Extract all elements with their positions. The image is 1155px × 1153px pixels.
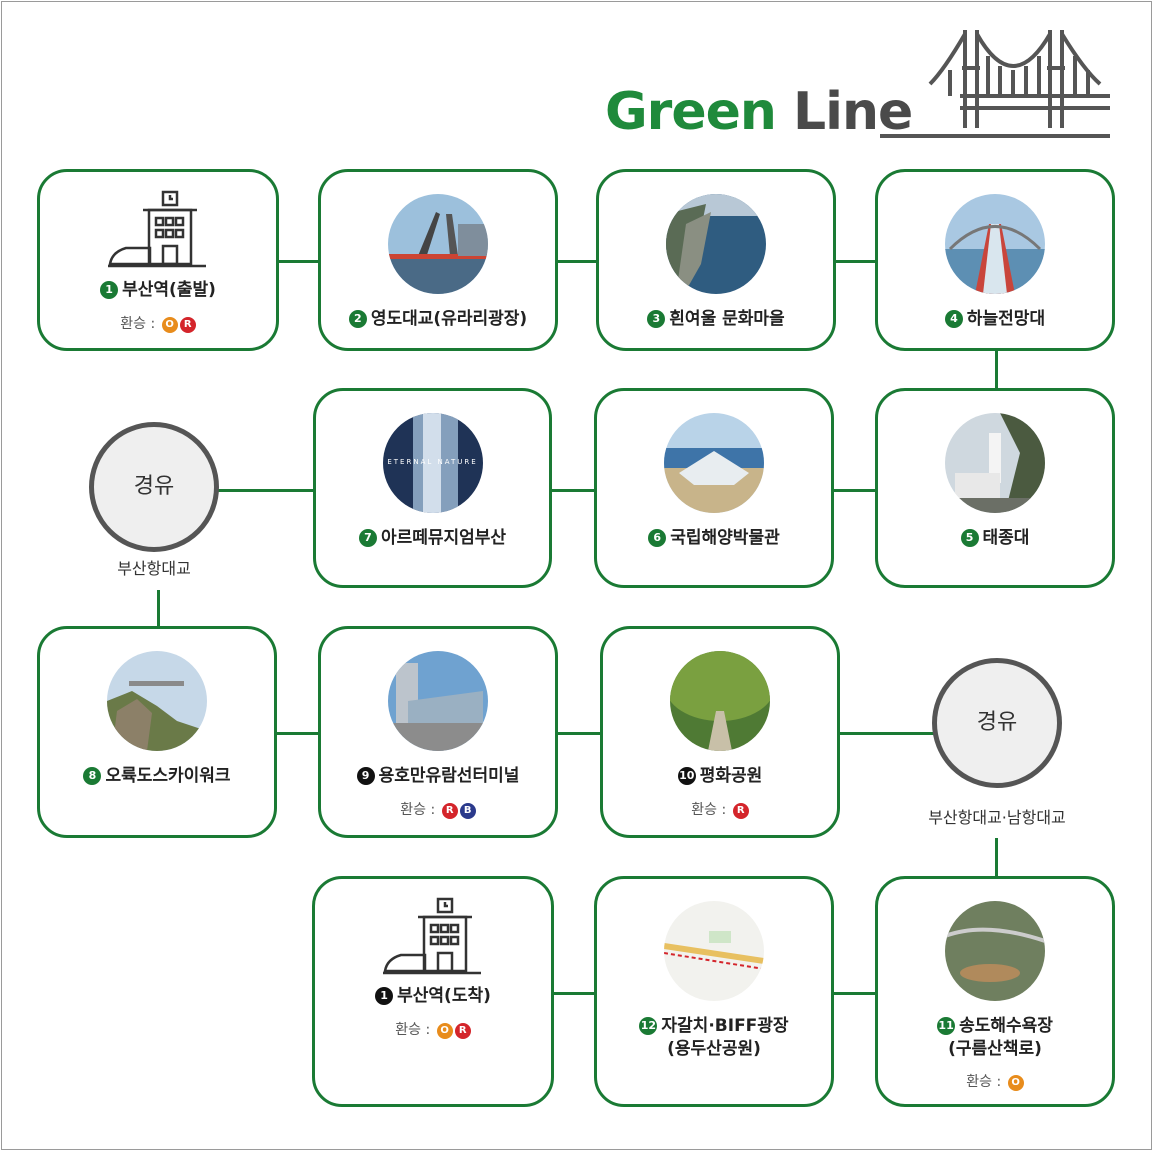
stop-number-badge: 9 xyxy=(356,767,375,785)
transfer-badge-b: B xyxy=(459,803,476,819)
route-line xyxy=(995,838,998,878)
stop-name: 용호만유람선터미널 xyxy=(378,766,520,786)
beach-photo xyxy=(945,901,1045,1001)
stop-number-badge: 5 xyxy=(960,529,979,547)
museum-photo xyxy=(664,413,764,513)
stop-name: 송도해수욕장 xyxy=(959,1016,1053,1036)
terminal-photo xyxy=(388,651,488,751)
stop-name: 부산역(출발) xyxy=(122,280,216,300)
route-line xyxy=(839,732,935,735)
stop-name-line2: (구름산책로) xyxy=(948,1039,1042,1059)
route-line xyxy=(276,732,320,735)
coast-photo xyxy=(666,194,766,294)
photo-caption-text: ETERNAL NATURE xyxy=(387,458,478,466)
transfer-badge-r: R xyxy=(179,317,196,333)
stop-number-badge: 8 xyxy=(83,767,102,785)
waterfall-photo xyxy=(382,413,483,513)
stop-name: 평화공원 xyxy=(699,766,763,786)
transfer-badge-r: R xyxy=(732,803,749,819)
skywalk-photo xyxy=(945,194,1045,294)
route-line xyxy=(278,260,320,263)
route-line xyxy=(995,350,998,390)
stop-number-badge: 10 xyxy=(677,767,696,785)
via-point-label: 부산항대교 xyxy=(117,559,191,578)
stop-name: 오륙도스카이워크 xyxy=(105,766,231,786)
transfer-badge-r: R xyxy=(454,1023,471,1039)
transfer-badge-r: R xyxy=(441,803,458,819)
page-title: Green Line xyxy=(605,82,913,142)
stop-name: 국립해양박물관 xyxy=(670,528,780,548)
cliff-photo xyxy=(107,651,207,751)
route-line xyxy=(557,732,602,735)
via-point-circle: 경유 xyxy=(932,658,1062,788)
route-line xyxy=(216,489,314,492)
stop-number-badge: 3 xyxy=(647,310,666,328)
stop-name: 영도대교(유라리광장) xyxy=(370,309,528,329)
lighthouse-photo xyxy=(945,413,1045,513)
stop-number-badge: 2 xyxy=(348,310,367,328)
stop-number-badge: 7 xyxy=(358,529,377,547)
train-station-icon xyxy=(108,190,206,268)
stop-name: 하늘전망대 xyxy=(966,309,1046,329)
bridge-photo xyxy=(388,194,488,294)
stop-number-badge: 6 xyxy=(648,529,667,547)
train-station-icon xyxy=(383,897,481,975)
bridge-icon xyxy=(880,30,1110,138)
route-line xyxy=(551,489,596,492)
via-point-circle: 경유 xyxy=(89,422,219,552)
route-line xyxy=(157,590,160,628)
map-photo xyxy=(664,901,764,1001)
park-photo xyxy=(670,651,770,751)
stop-number-badge: 4 xyxy=(944,310,963,328)
stop-name-line2: (용두산공원) xyxy=(667,1039,761,1059)
route-line xyxy=(833,489,877,492)
transfer-badge-o: O xyxy=(1007,1075,1024,1091)
stop-name: 아르떼뮤지엄부산 xyxy=(380,528,507,548)
via-point-label: 부산항대교·남항대교 xyxy=(928,808,1066,827)
stop-name: 태종대 xyxy=(982,528,1030,548)
stop-number-badge: 1 xyxy=(375,987,394,1005)
stop-name: 부산역(도착) xyxy=(397,986,491,1006)
transfer-badge-o: O xyxy=(161,317,178,333)
stop-number-badge: 11 xyxy=(937,1017,956,1035)
transfer-info: 환승 : R xyxy=(603,799,837,819)
stop-name: 자갈치·BIFF광장 xyxy=(661,1016,789,1036)
stop-name: 흰여울 문화마을 xyxy=(669,309,785,329)
stop-number-badge: 1 xyxy=(100,281,119,299)
route-line xyxy=(557,260,598,263)
transfer-badge-o: O xyxy=(436,1023,453,1039)
route-line xyxy=(833,992,877,995)
route-line xyxy=(553,992,596,995)
route-line xyxy=(835,260,877,263)
stop-number-badge: 12 xyxy=(639,1017,658,1035)
transfer-info: 환승 : O xyxy=(878,1071,1112,1091)
